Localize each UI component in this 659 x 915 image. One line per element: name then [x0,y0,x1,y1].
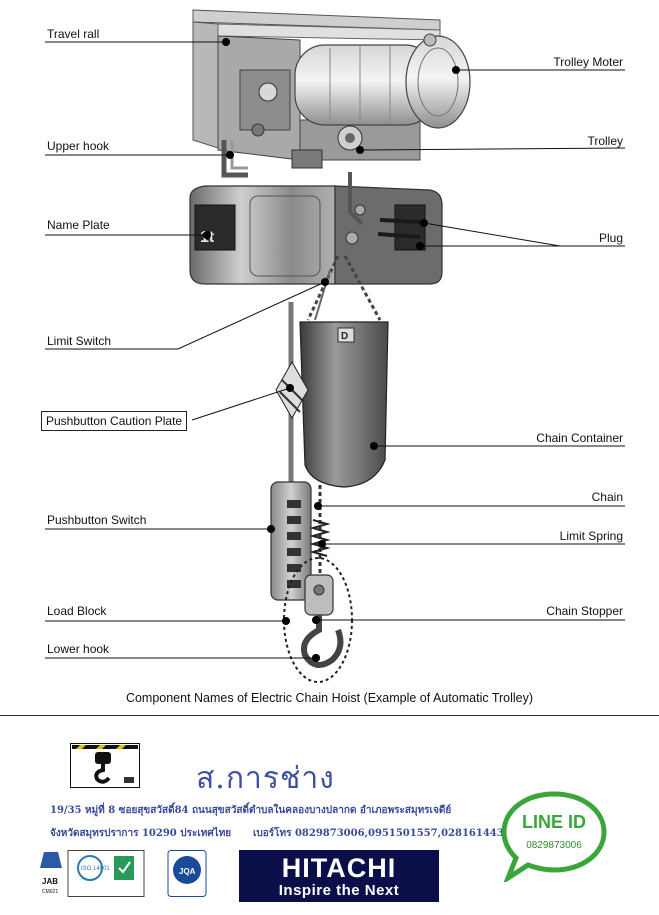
jab-cert-label: JAB [42,877,58,886]
load-block [301,574,344,668]
label-limit-switch: Limit Switch [47,334,112,348]
jqa-cert-label: JQA [179,867,196,876]
hoist-body: 1t [189,172,443,285]
label-trolley-motor: Trolley Moter [553,55,623,69]
address-line-2: จังหวัดสมุทรปราการ 10290 ประเทศไทย [50,828,232,839]
hitachi-slogan: Inspire the Next [278,882,400,899]
line-id-badge: LINE ID 0829873006 [500,790,608,882]
jqa-cert-icon: JQA [167,850,207,897]
label-chain: Chain [591,490,623,504]
label-chain-container: Chain Container [536,431,623,445]
pushbutton-switch [270,481,312,601]
label-lower-hook: Lower hook [47,642,110,656]
label-plug: Plug [598,231,623,245]
jab-cert-code: CM021 [42,889,58,895]
label-trolley: Trolley [587,134,623,148]
hitachi-brand: HITACHI [281,853,397,883]
label-pushbutton-caution-plate: Pushbutton Caution Plate [41,411,188,431]
label-travel-rail: Travel rall [47,27,100,41]
leader-lines [45,41,626,659]
chain-container: D [299,321,389,488]
address-line-1: 19/35 หมู่ที่ 8 ซอยสุขสวัสดิ์84 ถนนสุขสว… [50,805,452,816]
speech-bubble-icon [501,791,607,882]
label-limit-spring: Limit Spring [559,529,623,543]
leader-dots [203,38,460,662]
company-name: ส.การช่าง [196,761,335,796]
divider [0,715,659,716]
figure-caption: Component Names of Electric Chain Hoist … [125,691,534,705]
certification-badges: JAB CM021 ISO 14001 JQA [40,850,207,897]
upper-hook [221,140,248,178]
jab-cert-icon: JAB CM021 [40,852,62,895]
phone-numbers: เบอร์โทร 0829873006,0951501557,028161443 [253,828,504,839]
container-letter: D [341,331,348,342]
iso-14001-cert-icon: ISO 14001 [67,850,145,897]
travel-rail [192,9,441,149]
label-pushbutton-switch: Pushbutton Switch [47,513,147,527]
chain-links-upper [306,255,382,321]
crane-hook-logo-icon [70,743,140,788]
hitachi-logo: HITACHI Inspire the Next [239,850,439,902]
label-name-plate: Name Plate [47,218,110,232]
line-id-number: 0829873006 [526,840,582,851]
chain-lower [309,485,331,575]
line-id-title: LINE ID [521,812,586,832]
label-upper-hook: Upper hook [47,139,110,153]
hoist-illustration: 1t D [45,9,626,683]
trolley-motor [294,33,471,129]
iso-cert-label: ISO 14001 [81,866,110,872]
label-load-block: Load Block [47,604,107,618]
label-chain-stopper: Chain Stopper [546,604,623,618]
